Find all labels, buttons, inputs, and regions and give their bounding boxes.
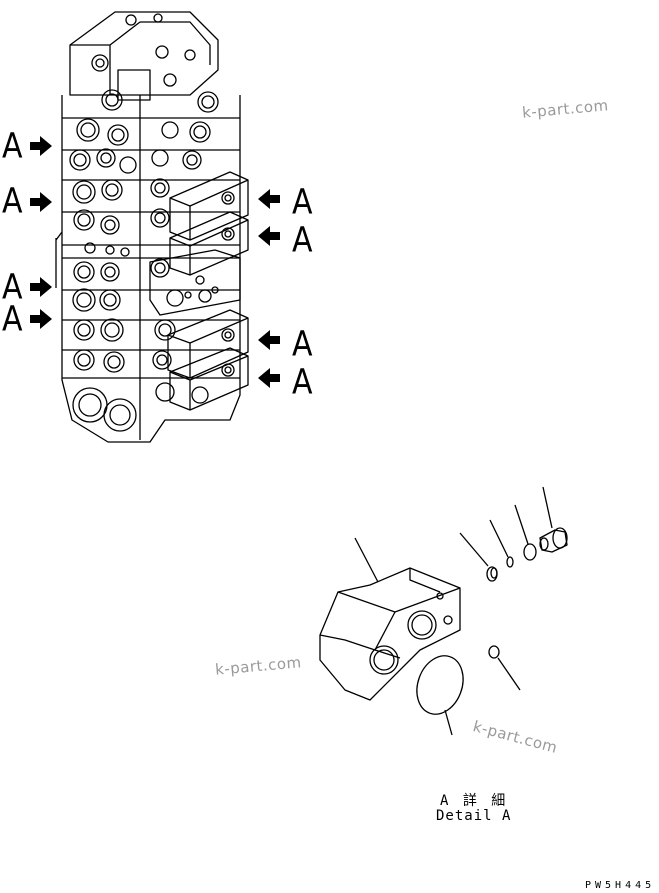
detail-caption-en: Detail A bbox=[436, 808, 512, 824]
callout-letter-a: A bbox=[292, 220, 313, 261]
callout-arrows-left bbox=[30, 136, 52, 329]
o-ring-small bbox=[488, 645, 500, 659]
detail-caption-jp: A 詳 細 bbox=[440, 793, 509, 809]
arrow-left-icon bbox=[258, 189, 280, 209]
callout-letter-a: A bbox=[292, 182, 313, 223]
block-part bbox=[319, 567, 461, 701]
arrow-right-icon bbox=[30, 192, 52, 212]
arrow-right-icon bbox=[30, 309, 52, 329]
detail-a-exploded-view bbox=[319, 486, 568, 736]
callout-arrows-right bbox=[258, 189, 280, 388]
callout-letter-a: A bbox=[2, 126, 23, 167]
arrow-left-icon bbox=[258, 368, 280, 388]
callout-letter-a: A bbox=[292, 324, 313, 365]
washer-part bbox=[506, 556, 514, 568]
arrow-left-icon bbox=[258, 226, 280, 246]
drawing-code: PW5H445 bbox=[585, 880, 656, 891]
o-ring-large bbox=[416, 655, 464, 715]
callout-letter-a: A bbox=[292, 362, 313, 403]
o-ring-part bbox=[523, 543, 537, 561]
arrow-left-icon bbox=[258, 330, 280, 350]
leader-lines bbox=[354, 486, 553, 736]
arrow-right-icon bbox=[30, 136, 52, 156]
arrow-right-icon bbox=[30, 277, 52, 297]
callout-letter-a: A bbox=[2, 181, 23, 222]
nut-part bbox=[486, 566, 498, 582]
callout-letter-a: A bbox=[2, 267, 23, 308]
control-valve-assembly bbox=[55, 11, 249, 443]
plug-part bbox=[539, 527, 568, 553]
callout-letter-a: A bbox=[2, 299, 23, 340]
